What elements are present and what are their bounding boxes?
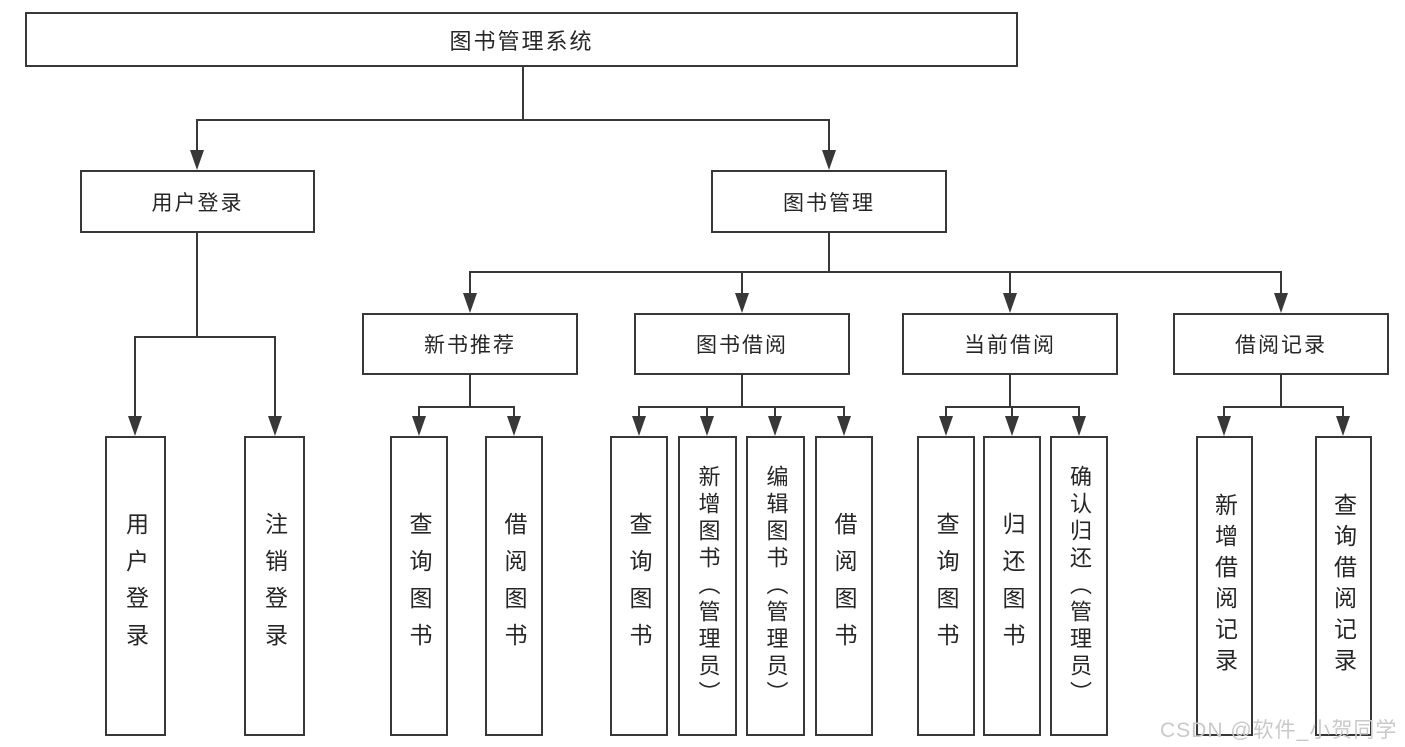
node-current-borrow: 当前借阅: [902, 313, 1118, 375]
arrow-down-icon: [939, 416, 953, 436]
arrow-down-icon: [1217, 416, 1231, 436]
arrow-down-icon: [632, 416, 646, 436]
node-new-book-recommend-label: 新书推荐: [424, 334, 516, 357]
connector-line: [1342, 406, 1344, 418]
connector-line: [196, 231, 198, 338]
connector-line: [1011, 406, 1013, 418]
connector-line: [513, 406, 515, 418]
arrow-down-icon: [822, 150, 836, 170]
leaf-return-book: 归还图书: [983, 436, 1041, 736]
node-root: 图书管理系统: [25, 12, 1018, 67]
node-book-management: 图书管理: [711, 170, 947, 233]
leaf-add-book-admin: 新增图书（管理员）: [678, 436, 737, 736]
connector-line: [1280, 271, 1282, 295]
arrow-down-icon: [190, 150, 204, 170]
leaf-logout-label: 注销登录: [261, 512, 288, 660]
leaf-user-login: 用户登录: [105, 436, 166, 736]
arrow-down-icon: [1274, 293, 1288, 313]
node-current-borrow-label: 当前借阅: [964, 334, 1056, 357]
node-user-login-label: 用户登录: [151, 191, 244, 215]
leaf-add-borrow-record-label: 新增借阅记录: [1211, 493, 1238, 679]
connector-line: [706, 406, 708, 418]
arrow-down-icon: [1003, 293, 1017, 313]
leaf-borrow-books-2: 借阅图书: [815, 436, 873, 736]
connector-line: [1009, 271, 1011, 295]
leaf-borrow-books-1: 借阅图书: [485, 436, 543, 736]
connector-line: [945, 406, 947, 418]
connector-line: [469, 271, 1282, 273]
arrow-down-icon: [1336, 416, 1350, 436]
connector-line: [134, 336, 276, 338]
node-user-login: 用户登录: [80, 170, 315, 233]
node-book-borrow: 图书借阅: [634, 313, 850, 375]
leaf-edit-book-admin-label: 编辑图书（管理员）: [763, 464, 789, 708]
leaf-query-books-2: 查询图书: [610, 436, 668, 736]
leaf-borrow-books-1-label: 借阅图书: [501, 512, 527, 660]
connector-line: [741, 373, 743, 408]
leaf-return-book-label: 归还图书: [999, 512, 1025, 660]
leaf-query-books-2-label: 查询图书: [626, 512, 652, 660]
connector-line: [418, 406, 515, 408]
arrow-down-icon: [507, 416, 521, 436]
arrow-down-icon: [463, 293, 477, 313]
leaf-query-books-3: 查询图书: [917, 436, 975, 736]
connector-line: [196, 119, 198, 153]
leaf-query-books-1-label: 查询图书: [406, 512, 432, 660]
connector-line: [945, 406, 1080, 408]
connector-line: [638, 406, 640, 418]
connector-line: [134, 336, 136, 418]
leaf-query-borrow-record: 查询借阅记录: [1315, 436, 1372, 736]
connector-line: [469, 271, 471, 295]
leaf-query-borrow-record-label: 查询借阅记录: [1330, 493, 1357, 679]
node-borrow-records-label: 借阅记录: [1235, 334, 1327, 357]
leaf-query-books-3-label: 查询图书: [933, 512, 959, 660]
connector-line: [828, 231, 830, 273]
connector-line: [828, 119, 830, 153]
node-borrow-records: 借阅记录: [1173, 313, 1389, 375]
connector-line: [1223, 406, 1225, 418]
node-book-borrow-label: 图书借阅: [696, 334, 788, 357]
leaf-logout: 注销登录: [244, 436, 305, 736]
node-new-book-recommend: 新书推荐: [362, 313, 578, 375]
arrow-down-icon: [1072, 416, 1086, 436]
arrow-down-icon: [700, 416, 714, 436]
arrow-down-icon: [837, 416, 851, 436]
connector-line: [469, 373, 471, 408]
arrow-down-icon: [735, 293, 749, 313]
connector-line: [418, 406, 420, 418]
leaf-borrow-books-2-label: 借阅图书: [831, 512, 857, 660]
arrow-down-icon: [768, 416, 782, 436]
connector-line: [741, 271, 743, 295]
connector-line: [522, 66, 524, 121]
arrow-down-icon: [128, 416, 142, 436]
connector-line: [843, 406, 845, 418]
leaf-confirm-return-admin: 确认归还（管理员）: [1050, 436, 1108, 736]
connector-line: [774, 406, 776, 418]
connector-line: [274, 336, 276, 418]
arrow-down-icon: [268, 416, 282, 436]
leaf-query-books-1: 查询图书: [390, 436, 448, 736]
arrow-down-icon: [1005, 416, 1019, 436]
connector-line: [1280, 373, 1282, 408]
leaf-edit-book-admin: 编辑图书（管理员）: [746, 436, 805, 736]
node-book-management-label: 图书管理: [783, 191, 875, 215]
connector-line: [638, 406, 845, 408]
node-root-label: 图书管理系统: [449, 28, 594, 54]
leaf-add-book-admin-label: 新增图书（管理员）: [695, 464, 721, 708]
arrow-down-icon: [412, 416, 426, 436]
leaf-add-borrow-record: 新增借阅记录: [1196, 436, 1253, 736]
connector-line: [1009, 373, 1011, 408]
csdn-watermark: CSDN @软件_小贺同学: [1160, 719, 1398, 742]
connector-line: [197, 119, 830, 121]
connector-line: [1223, 406, 1344, 408]
leaf-user-login-label: 用户登录: [122, 512, 149, 660]
leaf-confirm-return-admin-label: 确认归还（管理员）: [1067, 464, 1092, 708]
connector-line: [1078, 406, 1080, 418]
